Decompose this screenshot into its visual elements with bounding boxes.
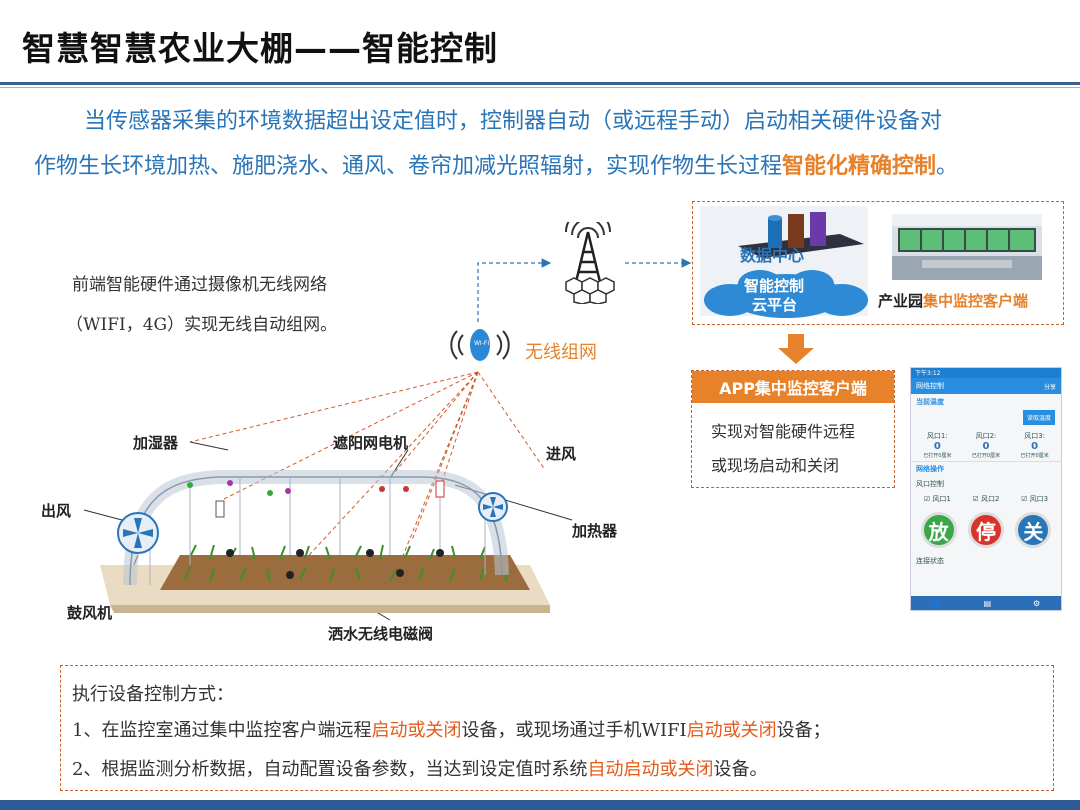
signal-tower-icon	[565, 222, 615, 304]
data-center-box	[692, 201, 1064, 325]
monitor-caption-highlight: 集中监控客户端	[923, 292, 1029, 310]
control-line-1-a: 1、在监控室通过集中监控客户端远程	[72, 720, 372, 741]
label-shade-motor: 遮阳网电机	[333, 434, 409, 452]
phone-check-2[interactable]: ☑ 风口2	[972, 495, 1000, 503]
phone-message-icon[interactable]: ▤	[983, 598, 992, 608]
phone-app-title: 网络控制	[916, 382, 944, 390]
intro-line-2-text: 作物生长环境加热、施肥浇水、通风、卷帘加减光照辐射，实现作物生长过程	[34, 154, 783, 179]
vent-name: 风口1:	[926, 432, 948, 440]
network-text-line-2: （WIFI，4G）实现无线自动组网。	[66, 315, 338, 335]
phone-current-temp: 当前温度	[916, 398, 944, 406]
control-heading: 执行设备控制方式：	[72, 684, 234, 705]
monitoring-room-image	[892, 214, 1042, 280]
vent-name: 风口3:	[1024, 432, 1046, 440]
intro-line-1: 当传感器采集的环境数据超出设定值时，控制器自动（或远程手动）启动相关硬件设备对	[84, 109, 943, 134]
control-line-2-a: 2、根据监测分析数据，自动配置设备参数，当达到设定值时系统	[72, 759, 588, 780]
control-line-1-highlight-2: 启动或关闭	[686, 720, 777, 741]
phone-read-temp-button[interactable]: 读取温度	[1022, 410, 1055, 425]
bottom-bar	[0, 800, 1080, 810]
label-heater: 加热器	[572, 522, 618, 540]
vent-sub: 已打开0厘米	[1020, 453, 1049, 459]
vent-sub: 已打开0厘米	[923, 453, 952, 459]
phone-conn-status: 连接状态	[916, 557, 944, 565]
control-line-1-c: 设备，或现场通过手机WIFI	[461, 720, 687, 741]
control-method-box	[60, 665, 1054, 791]
monitor-client-caption: 产业园集中监控客户端	[878, 290, 1028, 311]
page-title: 智慧智慧农业大棚——智能控制	[22, 29, 498, 68]
intro-highlight: 智能化精确控制	[782, 154, 937, 179]
control-line-2-c: 设备。	[713, 759, 768, 780]
app-client-box	[691, 370, 895, 488]
phone-gear-icon[interactable]: ⚙	[1032, 598, 1041, 608]
vent-value: 0	[933, 441, 941, 452]
label-valve: 洒水无线电磁阀	[328, 625, 434, 643]
wifi-router-icon	[450, 329, 510, 361]
label-air-out: 出风	[41, 502, 72, 520]
greenhouse-illustration	[100, 470, 550, 613]
control-line-2: 2、根据监测分析数据，自动配置设备参数，当达到设定值时系统自动启动或关闭设备。	[72, 755, 767, 781]
intro-line-2-end: 。	[936, 154, 959, 179]
phone-vent-1: 风口1: 0 已打开0厘米	[923, 431, 951, 459]
phone-stop-button[interactable]: 停	[967, 512, 1004, 548]
phone-user-icon[interactable]: 👤	[931, 598, 942, 608]
vent-value: 0	[982, 441, 990, 452]
phone-check-3[interactable]: ☑ 风口3	[1021, 495, 1049, 503]
label-humidifier: 加湿器	[133, 434, 179, 452]
intro-line-2: 作物生长环境加热、施肥浇水、通风、卷帘加减光照辐射，实现作物生长过程智能化精确控…	[34, 148, 958, 180]
wifi-router-label: WI-FI	[474, 340, 490, 347]
check-label: 风口3	[1029, 495, 1049, 503]
phone-screenshot: 下午3:12 网络控制 分享 当前温度 读取温度 风口1: 0 已打开0厘米 风…	[910, 367, 1062, 611]
title-divider	[0, 82, 1080, 85]
check-label: 风口1	[932, 495, 951, 503]
vent-name: 风口2:	[975, 432, 997, 440]
down-arrow-icon	[778, 334, 814, 364]
app-client-line-1: 实现对智能硬件远程	[711, 422, 856, 441]
vent-sub: 已打开0厘米	[971, 453, 1001, 459]
wireless-network-label: 无线组网	[525, 342, 597, 363]
cloud-icon	[704, 270, 868, 318]
control-line-1: 1、在监控室通过集中监控客户端远程启动或关闭设备，或现场通过手机WIFI启动或关…	[72, 716, 831, 742]
app-client-header: APP集中监控客户端	[692, 371, 894, 403]
phone-vent-3: 风口3: 0 已打开0厘米	[1021, 431, 1049, 459]
cloud-line-2: 云平台	[752, 296, 798, 314]
phone-vent-control: 风口控制	[916, 480, 944, 488]
control-line-2-highlight: 自动启动或关闭	[587, 759, 714, 780]
phone-vent-2: 风口2: 0 已打开0厘米	[972, 431, 1000, 459]
phone-check-1[interactable]: ☑ 风口1	[923, 495, 951, 503]
vent-value: 0	[1031, 441, 1039, 452]
monitor-caption-prefix: 产业园	[878, 292, 924, 310]
network-text-line-1: 前端智能硬件通过摄像机无线网络	[72, 275, 327, 295]
title-divider-thin	[0, 87, 1080, 88]
app-client-line-2: 或现场启动和关闭	[711, 456, 840, 475]
phone-open-button[interactable]: 放	[920, 512, 957, 548]
label-air-in: 进风	[546, 445, 577, 463]
phone-ops: 网络操作	[911, 461, 1061, 476]
control-line-1-highlight-1: 启动或关闭	[371, 720, 462, 741]
control-line-1-e: 设备；	[776, 720, 831, 741]
phone-share: 分享	[1043, 383, 1056, 391]
phone-close-button[interactable]: 关	[1015, 512, 1052, 548]
data-center-label: 数据中心	[740, 246, 805, 265]
phone-status-time: 下午3:12	[915, 370, 941, 377]
label-blower: 鼓风机	[67, 604, 113, 622]
check-label: 风口2	[981, 495, 1000, 503]
cloud-line-1: 智能控制	[744, 277, 805, 295]
